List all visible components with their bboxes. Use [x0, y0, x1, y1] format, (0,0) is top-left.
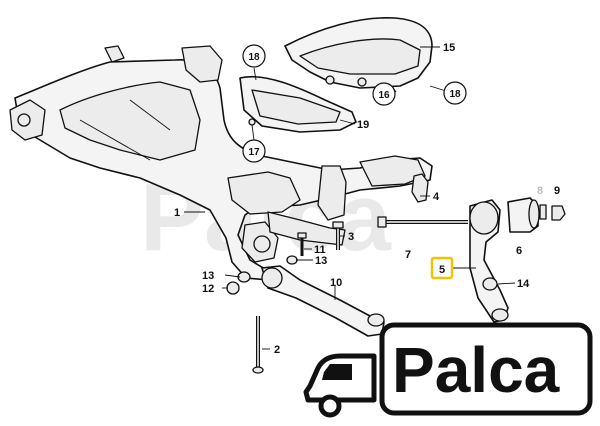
nut-13	[286, 255, 298, 265]
bolt-11	[297, 232, 307, 256]
long-bolt	[377, 216, 468, 228]
control-arm-10	[261, 265, 385, 337]
control-arm-5	[469, 199, 509, 323]
label-3: 3	[348, 231, 354, 243]
label-15: 15	[443, 42, 455, 54]
label-8: 8	[537, 185, 543, 197]
label-16-top: 16	[378, 90, 390, 101]
label-2: 2	[274, 344, 280, 356]
label-18-right: 18	[449, 89, 461, 100]
highlighted-label-5: 5	[430, 256, 454, 280]
label-17: 17	[248, 147, 260, 158]
palca-logo: Palca	[303, 322, 593, 418]
label-13-right: 13	[315, 255, 327, 267]
label-7: 7	[405, 249, 411, 261]
logo-text: Palca	[392, 334, 560, 406]
label-13-left: 13	[202, 270, 214, 282]
label-14: 14	[517, 278, 530, 290]
lower-heat-shield	[239, 76, 357, 133]
nut-12	[226, 281, 240, 295]
bolt-2	[252, 316, 264, 374]
bolt-4	[411, 173, 429, 203]
leader-lines	[184, 46, 516, 350]
label-9: 9	[554, 185, 560, 197]
washer-and-nut	[539, 204, 566, 221]
label-10: 10	[330, 277, 342, 289]
label-19: 19	[357, 119, 369, 131]
callout-labels: 1 2 3 4 7 6 8 9 10 11 12 13 13 14 15 19	[174, 42, 560, 356]
car-icon	[303, 353, 377, 418]
subframe	[9, 45, 433, 281]
label-1: 1	[174, 207, 180, 219]
label-6: 6	[516, 245, 522, 257]
label-5: 5	[439, 264, 445, 276]
bushing-6	[507, 197, 540, 233]
upper-heat-shield	[284, 16, 433, 89]
label-18-top: 18	[248, 52, 260, 63]
label-11: 11	[314, 244, 326, 256]
label-4: 4	[433, 191, 440, 203]
nut-14	[482, 277, 498, 291]
bolt-3	[332, 221, 344, 250]
label-12: 12	[202, 283, 214, 295]
